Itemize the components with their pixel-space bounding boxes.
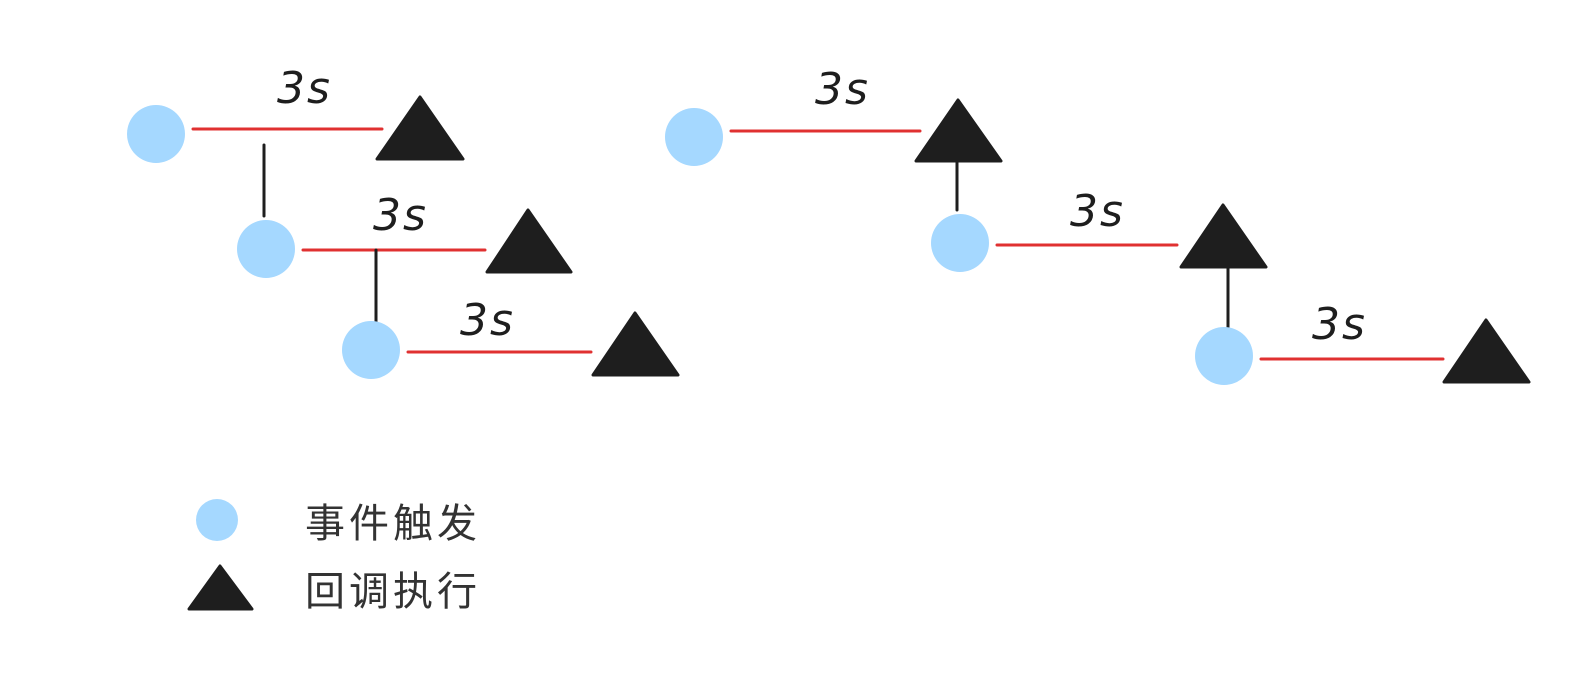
diagram-right: 3s 3s 3s — [665, 64, 1531, 385]
event-circle — [237, 220, 295, 278]
callback-triangle — [914, 98, 1003, 163]
delay-label: 3s — [277, 63, 332, 114]
delay-label: 3s — [373, 190, 428, 241]
callback-triangle — [485, 208, 573, 274]
event-circle — [931, 214, 989, 272]
delay-label: 3s — [460, 295, 515, 346]
delay-label: 3s — [1070, 186, 1125, 237]
event-circle — [1195, 327, 1253, 385]
diagram-left: 3s 3s 3s — [127, 63, 680, 379]
legend-callback-label: 回调执行 — [305, 569, 481, 615]
delay-label: 3s — [1312, 299, 1367, 350]
legend-callback-icon — [187, 564, 254, 611]
callback-triangle — [1442, 318, 1531, 384]
event-circle — [127, 105, 185, 163]
callback-triangle — [375, 95, 465, 161]
event-circle — [342, 321, 400, 379]
legend: 事件触发 回调执行 — [187, 499, 481, 615]
legend-event-icon — [196, 499, 238, 541]
delay-label: 3s — [815, 64, 870, 115]
callback-triangle — [591, 311, 680, 377]
event-circle — [665, 108, 723, 166]
callback-triangle — [1179, 203, 1268, 269]
legend-event-label: 事件触发 — [305, 501, 481, 547]
